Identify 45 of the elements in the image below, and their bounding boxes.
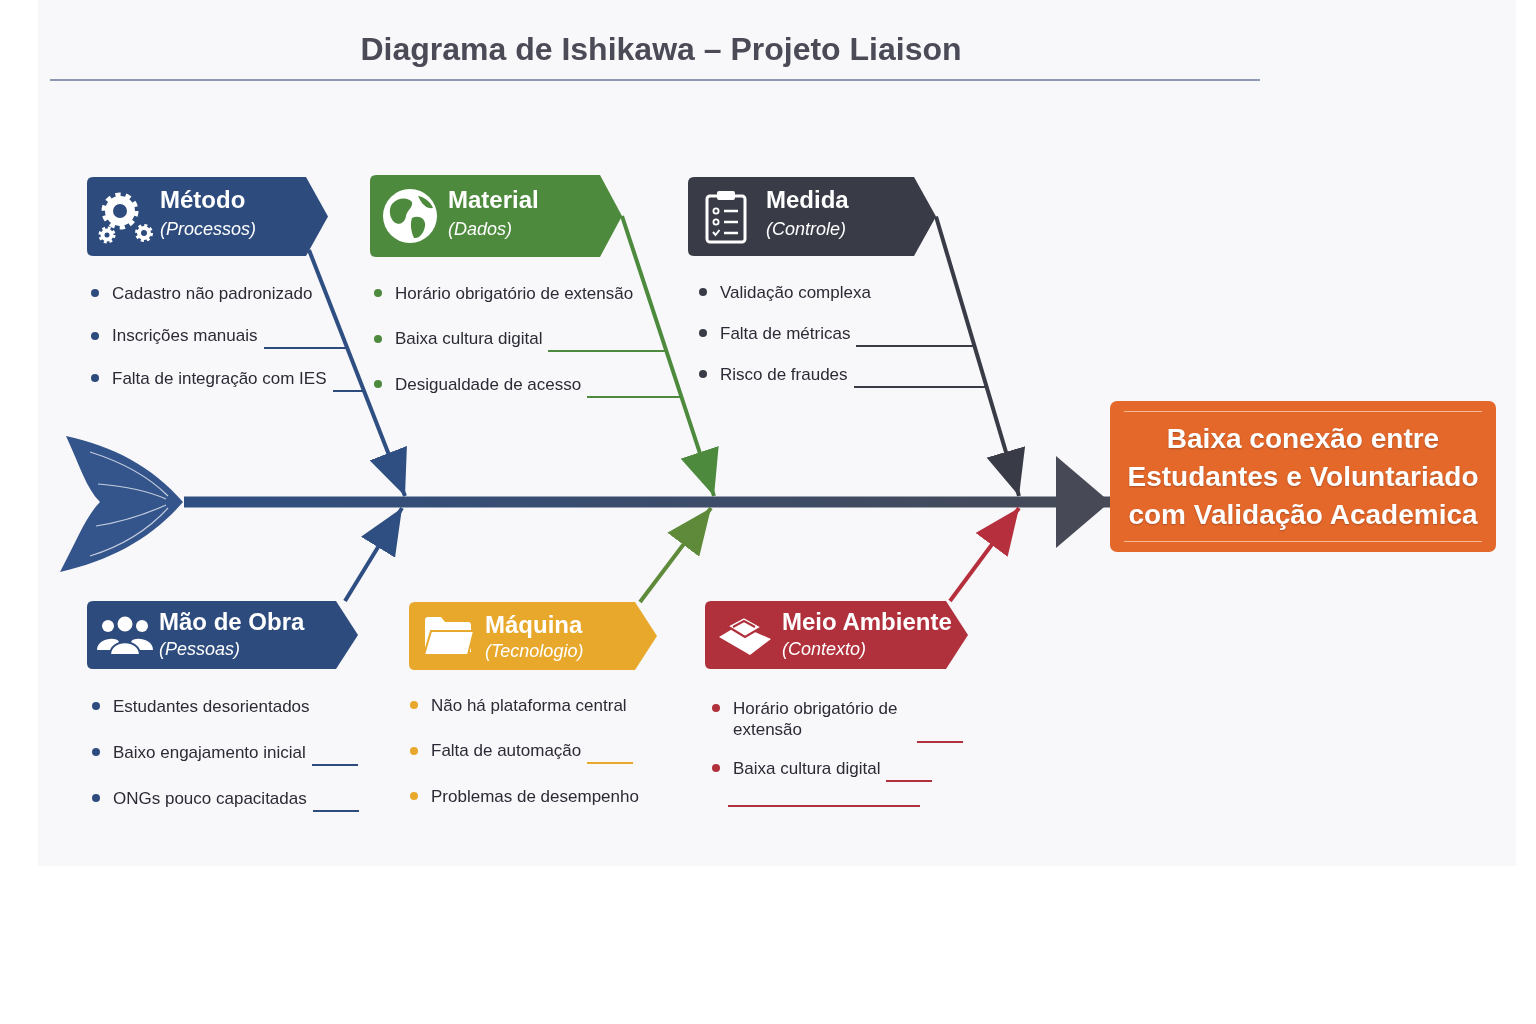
- category-title: Mão de Obra: [159, 608, 305, 636]
- cause-text: Falta de métricas: [720, 322, 851, 344]
- category-title: Medida: [766, 186, 849, 214]
- cause-text: Falta de integração com IES: [112, 367, 327, 389]
- bone-arrow: [948, 506, 1021, 603]
- cause-text: Baixo engajamento inicial: [113, 741, 306, 763]
- category-title: Meio Ambiente: [782, 608, 952, 636]
- bone-arrow: [307, 249, 407, 497]
- cause-text: Não há plataforma central: [431, 694, 627, 716]
- category-subtitle: (Pessoas): [159, 638, 241, 660]
- category-title: Método: [160, 186, 246, 214]
- cause-text: Problemas de desempenho: [431, 785, 639, 807]
- cause-text: Horário obrigatório de extensão: [733, 697, 899, 740]
- cause-text: Validação complexa: [720, 281, 871, 303]
- category-subtitle: (Controle): [766, 218, 847, 240]
- cause-text: Cadastro não padronizado: [112, 282, 313, 304]
- effect-box: [1110, 401, 1496, 552]
- category-banner: [87, 601, 358, 669]
- cause-text: Estudantes desorientados: [113, 695, 310, 717]
- category-title: Material: [448, 186, 539, 214]
- bone-arrow: [638, 506, 713, 604]
- title: Diagrama de Ishikawa – Projeto Liaison: [359, 30, 963, 69]
- category-subtitle: (Dados): [448, 218, 513, 240]
- category-subtitle: (Contexto): [782, 638, 867, 660]
- cause-text: Horário obrigatório de extensão: [395, 282, 634, 304]
- bone-arrow: [934, 215, 1026, 497]
- effect-text: Baixa conexão entre Estudantes e Voluntariado com Validação Academica: [1126, 421, 1480, 532]
- cause-text: Baixa cultura digital: [395, 328, 543, 349]
- category-banner: [370, 175, 622, 257]
- category-banner: [705, 601, 968, 669]
- spine-arrow: [184, 456, 1110, 548]
- cause-text: Baixa cultura digital: [733, 757, 881, 779]
- category-title: Máquina: [485, 611, 583, 639]
- cause-text: Inscrições manuais: [112, 325, 258, 346]
- category-banner: [688, 177, 936, 256]
- cause-text: Falta de automação: [431, 740, 582, 761]
- bone-arrow: [343, 506, 404, 603]
- category-subtitle: (Tecnologio): [485, 640, 584, 662]
- category-banner: [87, 177, 328, 256]
- category-subtitle: (Processos): [160, 218, 257, 240]
- cause-text: Desigualdade de acesso: [395, 373, 582, 395]
- category-banner: [409, 602, 657, 670]
- cause-text: Risco de fraudes: [720, 363, 848, 385]
- bone-arrow: [620, 215, 719, 497]
- cause-text: ONGs pouco capacitadas: [113, 787, 307, 809]
